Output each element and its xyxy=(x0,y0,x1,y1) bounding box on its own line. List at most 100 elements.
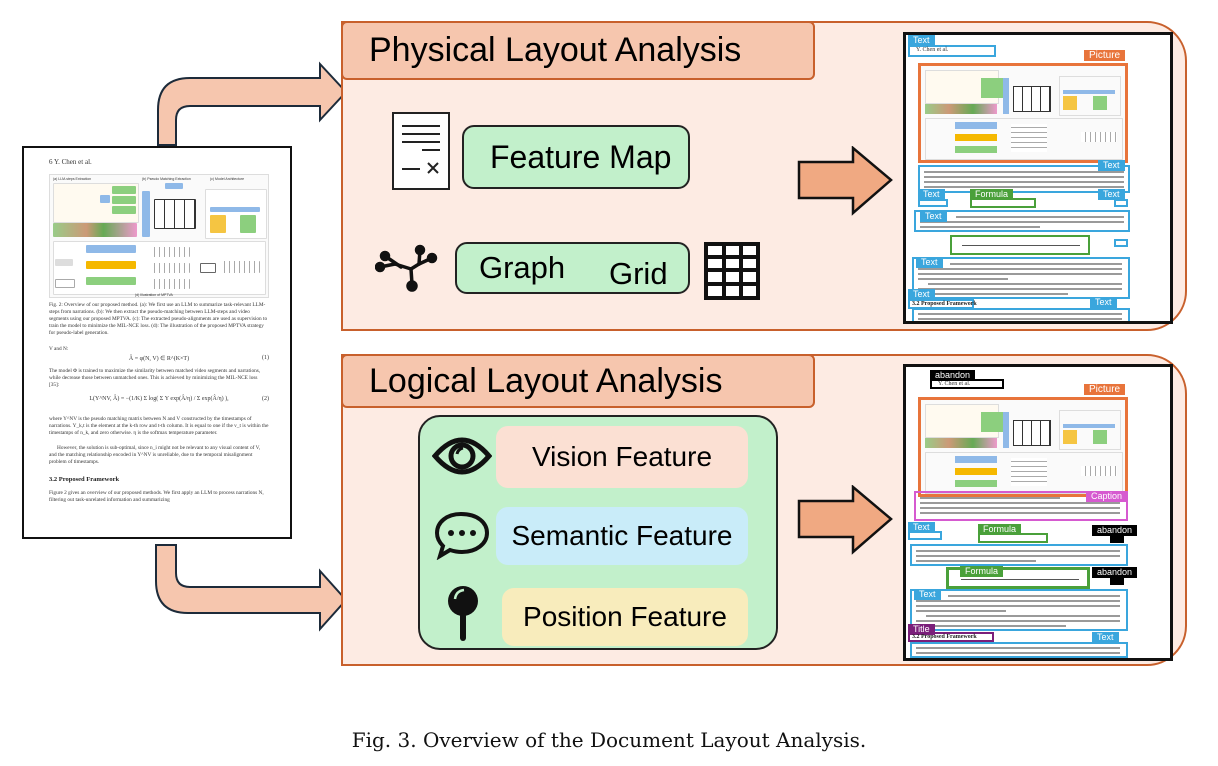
pic-svlong xyxy=(955,134,997,141)
grid-table-icon xyxy=(704,242,760,300)
text-region-eqnum-2 xyxy=(1114,239,1128,247)
fig-mptva-bar xyxy=(142,191,150,237)
pic-matrix xyxy=(1013,86,1051,112)
vision-feature-box: Vision Feature xyxy=(496,426,748,488)
paragraph-2: The model Φ is trained to maximize the s… xyxy=(49,368,261,388)
fig-title-d: (d) Illustration of MPTVA xyxy=(135,293,173,297)
fig-mat-2 xyxy=(150,263,190,273)
fig-fusion xyxy=(200,263,216,273)
eye-icon xyxy=(432,437,492,475)
page-header: 6 Y. Chen et al. xyxy=(49,158,92,166)
fig-video-block xyxy=(55,279,75,288)
fig-step-2 xyxy=(112,196,136,204)
fig-mat-1 xyxy=(150,247,190,257)
physical-result-page: Y. Chen et al. Text Picture Text Text Fo… xyxy=(903,32,1173,324)
equation-1: Â = φ(N, V) ∈ R^(K×T)(1) xyxy=(49,355,269,362)
pic-steps xyxy=(981,78,1003,98)
fig-video-strip xyxy=(53,223,137,237)
equation-2-number: (2) xyxy=(262,396,269,402)
label-text: Text xyxy=(1090,297,1117,308)
source-document-page: 6 Y. Chen et al. (a) LLM-steps Extractio… xyxy=(22,146,292,539)
fig-mat-out xyxy=(220,261,260,273)
text-region-para-2 xyxy=(914,210,1130,232)
physical-layout-title: Physical Layout Analysis xyxy=(341,21,815,80)
label-text: Text xyxy=(916,257,943,268)
text-region-para-5 xyxy=(912,308,1130,321)
paragraph-5: Figure 2 gives an overview of our propos… xyxy=(49,490,264,503)
document-icon xyxy=(392,112,450,190)
graph-grid-box: Graph Grid xyxy=(455,242,690,294)
label-text: Text xyxy=(1092,632,1119,643)
paragraph-lead: V and N: xyxy=(49,346,69,352)
region-section-text: 3.2 Proposed Framework xyxy=(912,634,977,640)
arrow-to-logical-icon xyxy=(155,544,348,632)
equation-1-number: (1) xyxy=(262,355,269,361)
position-feature-box: Position Feature xyxy=(502,588,748,646)
arrow-to-physical-icon xyxy=(157,61,348,146)
label-abandon: abandon xyxy=(930,370,976,381)
pic-transformer xyxy=(1063,90,1115,94)
pic-svlong xyxy=(955,468,997,475)
fig-llm-block xyxy=(100,195,110,203)
region-section-text: 3.2 Proposed Framework xyxy=(912,301,977,307)
graph-network-icon xyxy=(375,244,438,292)
label-abandon: abandon xyxy=(1092,525,1138,536)
pic-part-c xyxy=(1059,410,1121,450)
label-text: Text xyxy=(914,589,941,600)
text-region-header: Y. Chen et al. xyxy=(908,45,996,57)
label-text: Text xyxy=(918,189,945,200)
region-header-text: Y. Chen et al. xyxy=(916,47,949,53)
formula-region-2 xyxy=(946,567,1090,589)
fig-title-b: (b) Pseudo Matching Extraction xyxy=(142,177,191,181)
grid-label: Grid xyxy=(609,256,668,291)
pic-part-c xyxy=(1059,76,1121,116)
chat-bubble-icon xyxy=(434,511,490,560)
feature-map-box: Feature Map xyxy=(462,125,690,189)
pic-video-enc xyxy=(1063,430,1077,444)
caption-region xyxy=(914,491,1128,521)
label-formula: Formula xyxy=(970,189,1014,200)
label-text: Text xyxy=(908,35,935,46)
fig-mat-3 xyxy=(150,279,190,289)
label-text: Text xyxy=(908,522,935,533)
pic-mats xyxy=(1011,124,1047,152)
pic-text-enc xyxy=(1093,96,1107,110)
abandon-region-header: Y. Chen et al. xyxy=(930,379,1004,389)
text-region-para-2 xyxy=(910,544,1128,566)
pin-icon xyxy=(448,586,478,641)
label-text: Text xyxy=(908,289,935,300)
pic-steps xyxy=(981,412,1003,432)
text-region-caption xyxy=(918,165,1130,193)
graph-label: Graph xyxy=(479,250,566,285)
equation-2: L(Y^NV, Â) = −(1/K) Σ log( Σ Y exp(Â/η) … xyxy=(49,396,269,402)
label-title: Title xyxy=(908,624,935,635)
fig-snv-block xyxy=(86,245,136,253)
equation-2-body: L(Y^NV, Â) = −(1/K) Σ log( Σ Y exp(Â/η) … xyxy=(89,396,229,402)
title-region-section: 3.2 Proposed Framework xyxy=(908,632,994,642)
fig-text-encoder xyxy=(240,215,256,233)
text-region-para-3 xyxy=(912,257,1130,299)
label-abandon: abandon xyxy=(1092,567,1138,578)
label-picture: Picture xyxy=(1084,384,1126,395)
formula-region-1 xyxy=(970,198,1036,208)
pic-part-d xyxy=(925,452,1123,494)
pic-svshort xyxy=(955,146,997,153)
fig-video-encoder xyxy=(210,215,226,233)
text-region-eqnum-1 xyxy=(1114,199,1128,207)
fig-llmsteps-block xyxy=(55,259,73,266)
text-region-vn xyxy=(908,531,942,540)
pic-video xyxy=(925,438,997,448)
pic-svshort xyxy=(955,480,997,487)
pic-mptva xyxy=(1003,412,1009,448)
picture-region xyxy=(918,63,1128,163)
fig-step-1 xyxy=(112,186,136,194)
pic-mptva xyxy=(1003,78,1009,114)
fig-milnce-block xyxy=(165,183,183,189)
label-formula: Formula xyxy=(978,524,1022,535)
embedded-figure: (a) LLM-steps Extraction (b) Pseudo Matc… xyxy=(49,174,269,298)
pic-mats xyxy=(1011,458,1047,486)
pic-transformer xyxy=(1063,424,1115,428)
semantic-feature-box: Semantic Feature xyxy=(496,507,748,565)
pic-matrix xyxy=(1013,420,1051,446)
formula-region-2 xyxy=(950,235,1090,255)
